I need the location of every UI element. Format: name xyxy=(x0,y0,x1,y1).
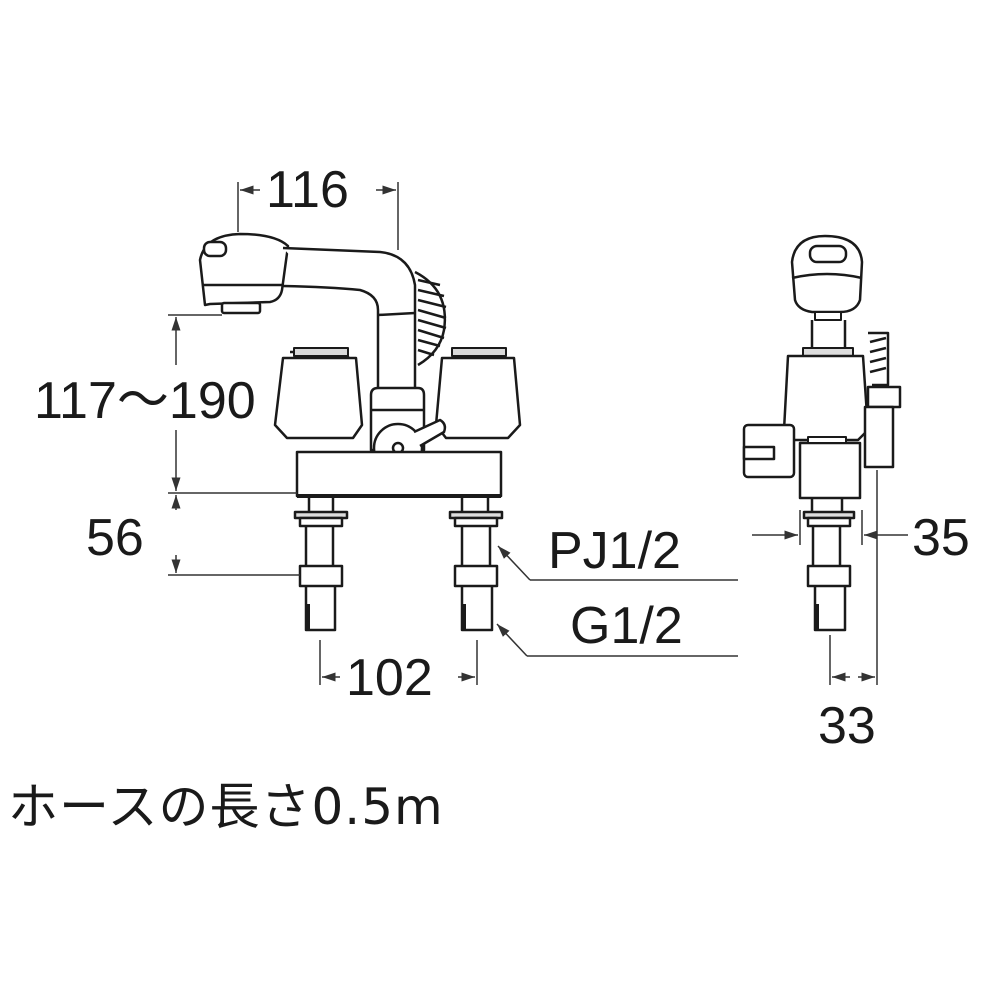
dim-thread-lower: G1/2 xyxy=(570,597,683,655)
dim-body-height: 56 xyxy=(86,509,144,567)
dim-spout-height: 117～190 xyxy=(34,372,256,430)
dim-side-depth: 33 xyxy=(818,697,876,755)
coiled-hose xyxy=(414,270,447,367)
dim-spout-reach: 116 xyxy=(266,161,349,219)
dim-thread-upper: PJ1/2 xyxy=(548,522,681,580)
diverter-block xyxy=(369,386,447,474)
dimension-lines xyxy=(168,182,908,685)
dim-side-offset: 35 xyxy=(912,509,970,567)
right-handle xyxy=(434,347,522,440)
right-supply-pipe xyxy=(448,498,504,632)
left-handle xyxy=(273,347,364,440)
faucet-base xyxy=(295,450,503,498)
front-view xyxy=(198,232,522,632)
dim-center-distance: 102 xyxy=(346,649,433,707)
spout-arm xyxy=(282,246,417,395)
left-supply-pipe xyxy=(293,498,349,632)
hose-length-caption: ホースの長さ0.5m xyxy=(8,778,444,836)
side-view xyxy=(742,234,902,632)
shower-head xyxy=(198,232,290,315)
